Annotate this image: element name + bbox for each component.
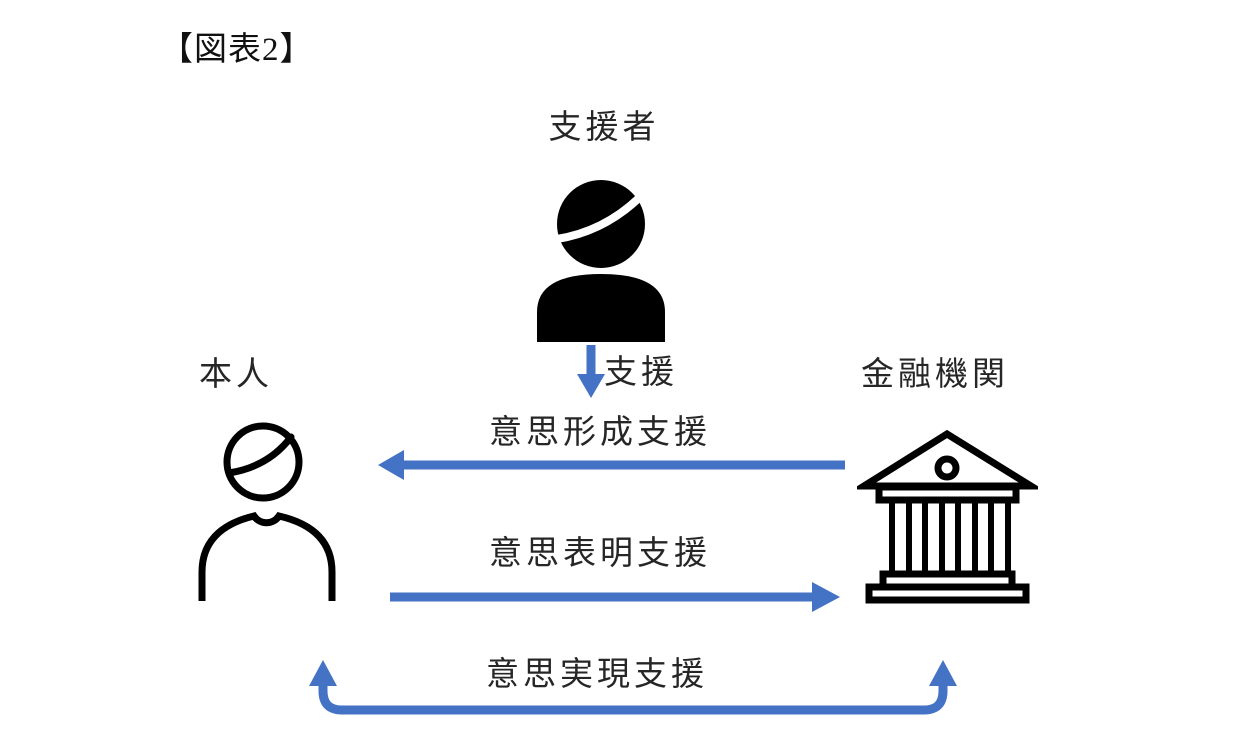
supporter-label: 支援者	[548, 108, 660, 145]
realization-arrow	[309, 660, 957, 715]
principal-label: 本人	[199, 355, 273, 392]
person-solid-icon	[537, 180, 665, 342]
support-arrow-label: 支援	[604, 353, 678, 390]
expression-arrow-label: 意思表明支援	[489, 534, 711, 571]
figure-title: 【図表2】	[160, 32, 314, 68]
formation-arrow-label: 意思形成支援	[489, 413, 711, 450]
formation-arrow	[378, 450, 845, 480]
bank-icon	[857, 429, 1038, 604]
person-outline-icon	[198, 422, 336, 601]
support-arrow	[577, 345, 605, 398]
realization-arrow-label: 意思実現支援	[486, 655, 708, 692]
expression-arrow	[390, 582, 840, 612]
institution-label: 金融機関	[861, 355, 1009, 392]
